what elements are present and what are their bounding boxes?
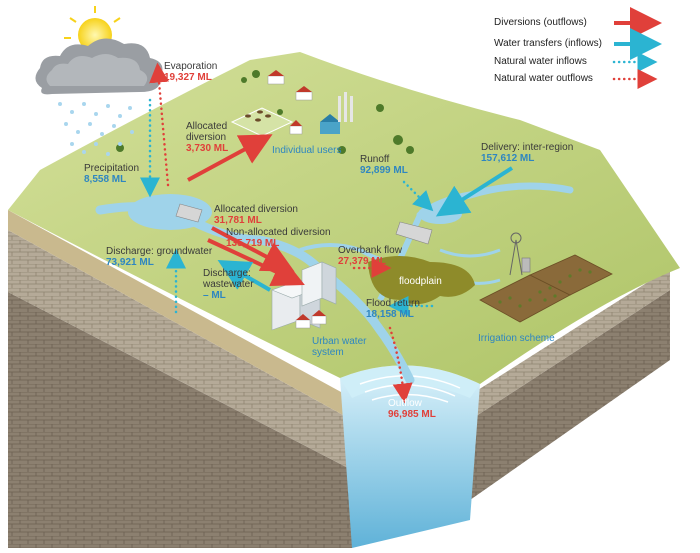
- legend-inflows-label: Water transfers (inflows): [494, 38, 602, 49]
- urban-water-system-label: Urban water system: [312, 336, 366, 358]
- legend-natural-out-label: Natural water outflows: [494, 73, 593, 84]
- wastewater-discharge-arrow: [217, 260, 271, 292]
- allocated-diversion-large-name: Allocated diversion: [214, 204, 298, 215]
- flood-return-name: Flood return: [366, 298, 420, 309]
- flood-return-label: Flood return 18,158 ML: [366, 298, 420, 320]
- evaporation-label: Evaporation 19,327 ML: [164, 61, 217, 83]
- allocated-diversion-small-label: Allocated diversion 3,730 ML: [186, 121, 228, 154]
- wastewater-name2: wastewater: [203, 279, 254, 290]
- allocated-diversion-small-name1: Allocated: [186, 121, 228, 132]
- runoff-value: 92,899 ML: [360, 165, 408, 176]
- overbank-value: 27,379 ML: [338, 256, 386, 267]
- rain-cloud-icon: [35, 38, 163, 95]
- precipitation-label: Precipitation 8,558 ML: [84, 163, 139, 185]
- allocated-diversion-small-value: 3,730 ML: [186, 143, 229, 154]
- floodplain-area: [368, 256, 475, 305]
- runoff-arrow: [402, 180, 434, 212]
- farm-buildings: [267, 70, 353, 135]
- sun-rays-icon: [64, 6, 121, 39]
- evaporation-arrow: [149, 62, 170, 187]
- groundwater-name: Discharge: groundwater: [106, 246, 213, 257]
- reservoir-right: [418, 204, 462, 224]
- overbank-name: Overbank flow: [338, 245, 402, 256]
- non-allocated-diversion-label: Non-allocated diversion 135,719 ML: [226, 227, 331, 249]
- evaporation-value: 19,327 ML: [164, 72, 212, 83]
- outflow-arrow: [388, 326, 413, 404]
- irrigation-scheme-label: Irrigation scheme: [478, 333, 555, 344]
- overbank-flow-label: Overbank flow 27,379 ML: [338, 245, 402, 267]
- left-soil-band: [8, 210, 352, 420]
- right-cliff-upper: [470, 268, 670, 420]
- individual-users-label: Individual users: [272, 145, 342, 156]
- wastewater-value: – ML: [203, 290, 226, 301]
- runoff-name: Runoff: [360, 154, 390, 165]
- legend-swatches: [612, 7, 662, 89]
- flood-return-value: 18,158 ML: [366, 309, 414, 320]
- non-allocated-diversion-name: Non-allocated diversion: [226, 227, 331, 238]
- delivery-value: 157,612 ML: [481, 153, 535, 164]
- runoff-label: Runoff 92,899 ML: [360, 154, 408, 176]
- reservoir-left: [128, 194, 212, 230]
- urban-buildings: [271, 261, 337, 331]
- non-allocated-diversion-arrow: [207, 238, 305, 287]
- dam-right: [395, 221, 433, 245]
- right-cliff-lower: [470, 290, 670, 500]
- outflow-label: Outflow 96,985 ML: [388, 398, 436, 420]
- outflow-value: 96,985 ML: [388, 409, 436, 420]
- outflow-name: Outflow: [388, 398, 422, 409]
- urban-name1: Urban water: [312, 336, 367, 347]
- non-allocated-diversion-value: 135,719 ML: [226, 238, 280, 249]
- river-outflow-box: [340, 378, 480, 548]
- allocated-diversion-small-arrow: [187, 134, 273, 182]
- allocated-diversion-large-value: 31,781 ML: [214, 215, 262, 226]
- evaporation-name: Evaporation: [164, 61, 218, 72]
- delivery-arrow: [435, 166, 514, 217]
- precipitation-value: 8,558 ML: [84, 174, 127, 185]
- urban-name2: system: [312, 347, 344, 358]
- dam-left: [175, 203, 203, 223]
- precipitation-name: Precipitation: [84, 163, 140, 174]
- legend-outflows-label: Diversions (outflows): [494, 17, 587, 28]
- floodplain-label: floodplain: [399, 276, 442, 287]
- groundwater-value: 73,921 ML: [106, 257, 154, 268]
- legend-natural-in-label: Natural water inflows: [494, 56, 587, 67]
- delivery-name: Delivery: inter-region: [481, 142, 574, 153]
- wastewater-label: Discharge: wastewater – ML: [203, 268, 254, 301]
- allocated-diversion-large-label: Allocated diversion 31,781 ML: [214, 204, 298, 226]
- left-cliff-lower: [8, 292, 352, 548]
- wastewater-name1: Discharge:: [203, 268, 251, 279]
- rain-drops: [58, 102, 134, 156]
- allocated-diversion-small-name2: diversion: [186, 132, 227, 143]
- left-cliff-upper: [8, 230, 352, 470]
- delivery-label: Delivery: inter-region 157,612 ML: [481, 142, 573, 164]
- groundwater-label: Discharge: groundwater 73,921 ML: [106, 246, 212, 268]
